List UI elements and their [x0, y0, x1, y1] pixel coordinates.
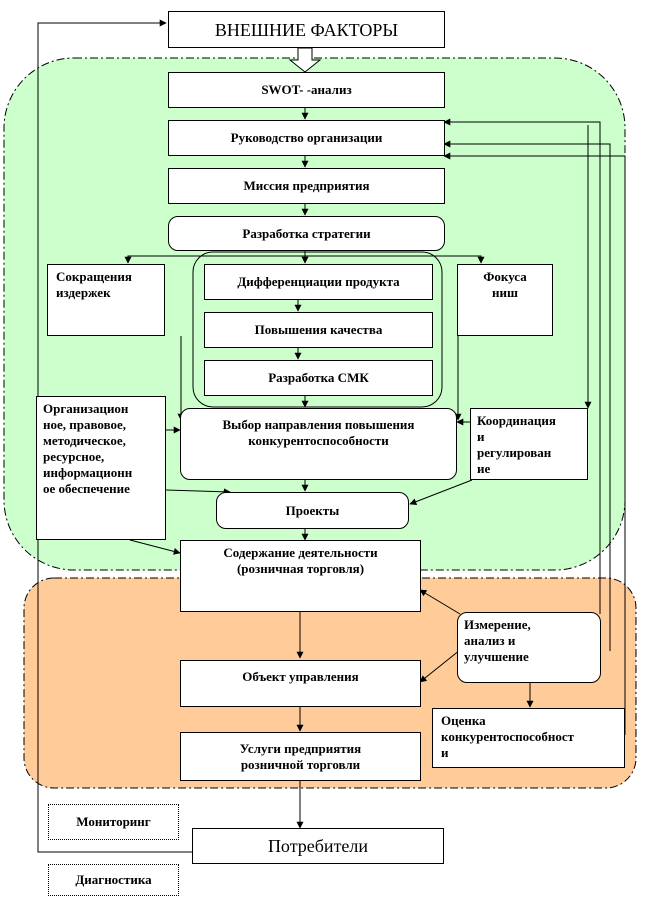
retail-services-box: Услуги предприятия розничной торговли [180, 732, 421, 781]
activity-content-label: Содержание деятельности (розничная торго… [223, 545, 378, 576]
management-box: Руководство организации [168, 120, 445, 156]
external-to-swot-arrow [288, 47, 322, 73]
org-support-box: Организацион ное, правовое, методическое… [36, 396, 166, 540]
swot-label: SWOT- -анализ [261, 82, 352, 97]
competitiveness-eval-box: Оценка конкурентоспособност и [432, 708, 625, 768]
niche-focus-box: Фокуса ниш [457, 264, 553, 336]
consumers-label: Потребители [267, 836, 369, 856]
product-diff-box: Дифференциации продукта [204, 264, 433, 300]
cost-reduction-box: Сокращения издержек [47, 264, 165, 336]
qms-box: Разработка СМК [204, 360, 433, 396]
control-object-label: Объект управления [242, 669, 359, 684]
retail-services-label: Услуги предприятия розничной торговли [239, 740, 362, 772]
coordination-box: Координация и регулирован ие [470, 408, 588, 480]
monitoring-label: Мониторинг [76, 814, 151, 829]
competitiveness-choice-box: Выбор направления повышения конкурентосп… [180, 408, 457, 480]
product-diff-label: Дифференциации продукта [237, 274, 400, 289]
management-label: Руководство организации [230, 130, 383, 145]
consumers-box: Потребители [192, 828, 444, 864]
measurement-box: Измерение, анализ и улучшение [457, 612, 601, 683]
projects-label: Проекты [285, 502, 340, 518]
activity-content-box: Содержание деятельности (розничная торго… [180, 540, 421, 612]
strategy-dev-label: Разработка стратегии [242, 225, 371, 241]
swot-box: SWOT- -анализ [168, 72, 445, 108]
cost-reduction-label: Сокращения издержек [56, 269, 132, 300]
org-support-label: Организацион ное, правовое, методическое… [43, 401, 133, 496]
mission-label: Миссия предприятия [243, 178, 370, 193]
control-object-box: Объект управления [180, 660, 421, 707]
competitiveness-eval-label: Оценка конкурентоспособност и [441, 713, 574, 760]
niche-focus-label: Фокуса ниш [483, 269, 527, 300]
quality-label: Повышения качества [254, 322, 383, 337]
measurement-label: Измерение, анализ и улучшение [464, 617, 531, 664]
competitiveness-choice-label: Выбор направления повышения конкурентосп… [222, 417, 415, 448]
qms-label: Разработка СМК [268, 370, 369, 385]
diagnostics-box: Диагностика [48, 864, 179, 896]
external-factors-label: ВНЕШНИЕ ФАКТОРЫ [214, 19, 399, 40]
mission-box: Миссия предприятия [168, 168, 445, 204]
strategy-dev-box: Разработка стратегии [168, 216, 445, 251]
quality-box: Повышения качества [204, 312, 433, 348]
coordination-label: Координация и регулирован ие [477, 413, 556, 476]
diagnostics-label: Диагностика [75, 872, 152, 887]
projects-box: Проекты [216, 492, 409, 529]
monitoring-box: Мониторинг [48, 804, 179, 840]
external-factors-box: ВНЕШНИЕ ФАКТОРЫ [168, 11, 445, 48]
